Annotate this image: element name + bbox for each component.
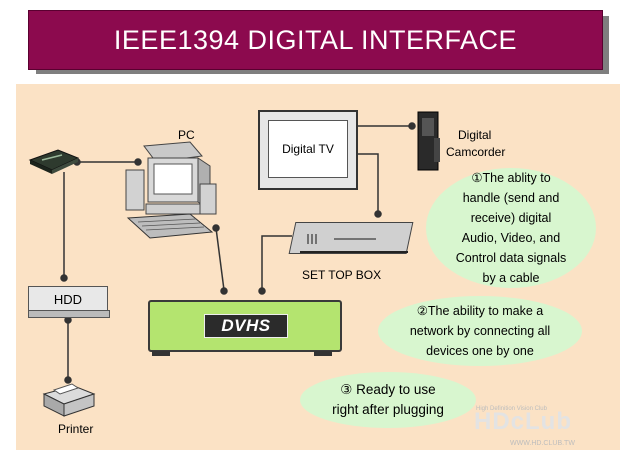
dvhs-foot-left [152,351,170,356]
feature-bubble-1: ①The ablity to handle (send and receive)… [426,168,596,288]
line-tv-stb [356,153,379,214]
feature-bubble-3: ③ Ready to use right after plugging [300,372,476,428]
dvhs-label: DVHS [221,316,271,335]
feature-bubble-2: ②The ability to make a network by connec… [378,296,582,366]
hdd-device: HDD [28,286,108,312]
camcorder-label-line2: Camcorder [446,145,506,159]
dvhs-foot-right [314,351,332,356]
feature-text-1: ①The ablity to handle (send and receive)… [456,168,566,288]
printer-icon [42,383,96,417]
scanner-icon [28,149,80,174]
page-title: IEEE1394 DIGITAL INTERFACE [113,24,518,55]
watermark-url: WWW.HD.CLUB.TW [510,440,575,447]
connector-dot [220,287,228,295]
dvhs-deck: DVHS [148,300,342,352]
connector-dot [212,224,220,232]
feature-1-line: receive) digital [470,211,552,225]
feature-1-line: handle (send and [462,191,560,205]
line-pc-dvhs [215,227,225,291]
connector-dot [64,376,72,384]
feature-1-line: ①The ablity to [471,171,551,185]
hdd-base [28,310,110,318]
connector-dot [258,287,266,295]
line-stb-dvhs [261,235,292,291]
feature-1-line: by a cable [482,271,540,285]
feature-text-3: ③ Ready to use right after plugging [332,380,444,420]
feature-text-2: ②The ability to make a network by connec… [410,301,550,361]
feature-1-line: Control data signals [455,251,567,265]
title-banner: IEEE1394 DIGITAL INTERFACE [28,10,603,70]
feature-2-line: devices one by one [426,344,534,358]
camcorder-label-line1: Digital [458,128,492,142]
feature-2-line: network by connecting all [409,324,551,338]
camcorder-icon [417,111,440,171]
connector-dot [374,210,382,218]
feature-2-line: ②The ability to make a [416,304,544,318]
tv-screen: Digital TV [268,120,348,178]
dvhs-logo: DVHS [204,314,288,338]
connector-dot [134,158,142,166]
pc-label: PC [178,128,195,142]
hdd-label: HDD [53,291,83,307]
digital-tv: Digital TV [258,110,358,190]
feature-3-line: ③ Ready to use [340,382,436,397]
pc-icon [125,141,217,239]
watermark-tagline: High Definition Vision Club [476,406,547,412]
feature-3-line: right after plugging [332,402,444,417]
connector-dot [408,122,416,130]
connector-dot [60,274,68,282]
printer-label: Printer [58,422,94,436]
watermark-logo: HDcLub [474,408,572,435]
feature-1-line: Audio, Video, and [461,231,561,245]
set-top-box-detail [300,234,408,253]
digital-tv-label: Digital TV [282,142,334,156]
set-top-box-label: SET TOP BOX [302,268,382,282]
